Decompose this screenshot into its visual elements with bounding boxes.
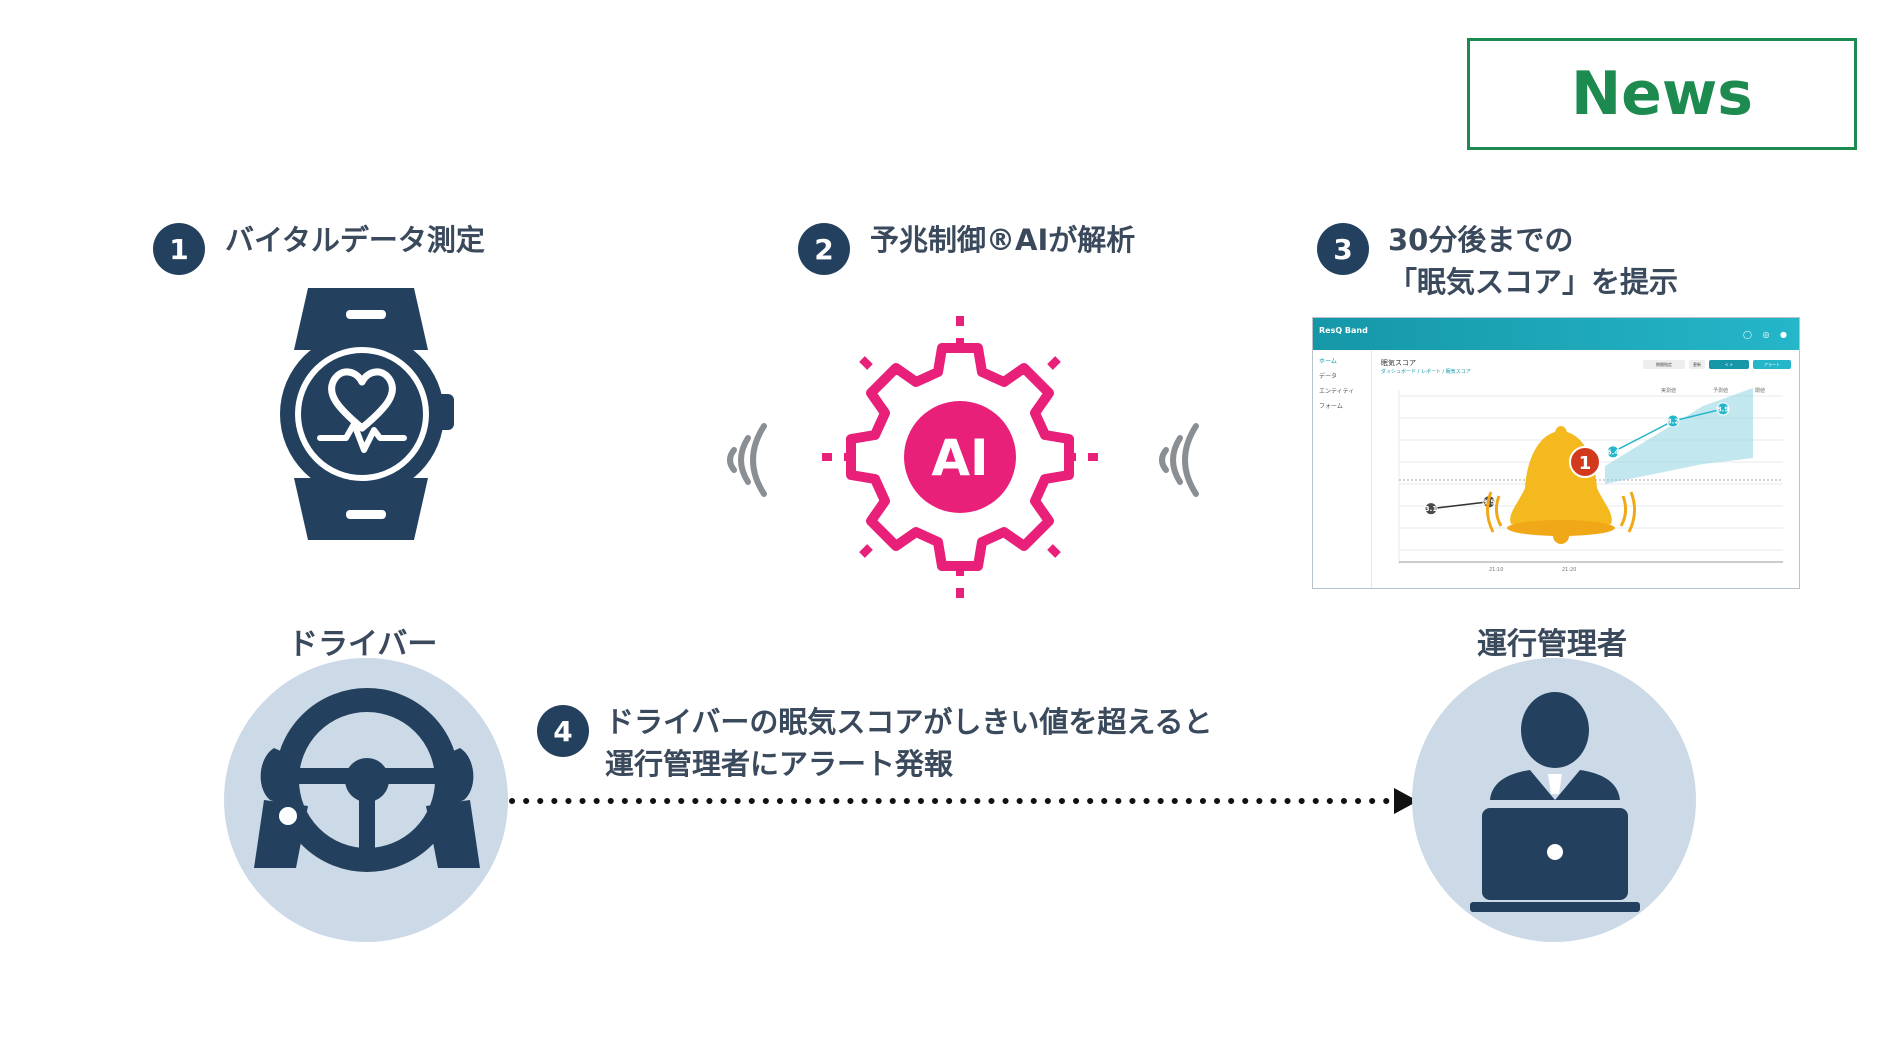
steering-wheel-icon [254, 688, 480, 872]
step-3-badge: 3 [1317, 223, 1369, 275]
step-2-text: 予兆制御®AIが解析 [870, 223, 1136, 257]
period-button[interactable]: 期間指定 [1643, 360, 1685, 369]
sidebar-item-entity[interactable]: エンティティ [1319, 388, 1355, 395]
step-4-text-line1: ドライバーの眠気スコアがしきい値を超えると [605, 705, 1213, 739]
legend-threshold: 閾値 [1755, 388, 1766, 394]
wireless-signal-icon [1159, 423, 1199, 497]
drowsiness-chart: 3.13.56.48.28.9 1 [1398, 388, 1783, 564]
measured-series-line [1430, 501, 1490, 510]
data-label: 6.4 [1607, 448, 1620, 456]
news-badge: News [1467, 38, 1857, 150]
manager-label: 運行管理者 [1477, 627, 1627, 662]
dashboard-screenshot: ResQ Band ◯ ◎ ● ホーム データ エンティティ フォーム 眠気スコ… [1312, 317, 1800, 589]
sidebar-item-home[interactable]: ホーム [1319, 358, 1337, 365]
data-label: 8.9 [1717, 405, 1730, 413]
sidebar-item-data[interactable]: データ [1319, 373, 1338, 380]
alert-count: 1 [1579, 453, 1592, 474]
data-point [1606, 445, 1620, 459]
driver-label: ドライバー [288, 627, 438, 662]
refresh-button[interactable]: 更新 [1689, 360, 1705, 369]
ai-gear-icon: AI [822, 316, 1098, 598]
legend-measured: 実測値 [1661, 388, 1677, 394]
step-3-text-line1: 30分後までの [1388, 223, 1574, 257]
data-label: 8.2 [1667, 417, 1680, 425]
alert-arrow [509, 788, 1418, 814]
data-label: 3.1 [1425, 505, 1438, 513]
page-title: 眠気スコア [1381, 359, 1416, 367]
data-point [1666, 414, 1680, 428]
manager-laptop-icon [1470, 692, 1640, 912]
smartwatch-icon [280, 288, 454, 540]
alert-button[interactable]: アラート [1753, 360, 1791, 369]
prediction-band [1605, 388, 1753, 484]
app-title: ResQ Band [1319, 326, 1368, 335]
sidebar-item-form[interactable]: フォーム [1319, 403, 1343, 410]
step-2-badge: 2 [798, 223, 850, 275]
step-1-badge: 1 [153, 223, 205, 275]
step-4-badge: 4 [537, 705, 589, 757]
band-icon [277, 805, 299, 827]
step-4-text-line2: 運行管理者にアラート発報 [605, 747, 954, 781]
step-3-text-line2: 「眠気スコア」を提示 [1388, 265, 1679, 299]
sidebar: ホーム データ エンティティ フォーム [1313, 350, 1372, 588]
ai-label: AI [931, 429, 988, 487]
x-tick-label: 21:20 [1562, 567, 1577, 573]
x-tick-label: 21:10 [1489, 567, 1504, 573]
alert-count-badge [1569, 446, 1601, 478]
pager-button[interactable]: < > [1709, 360, 1749, 369]
legend-predicted: 予測値 [1713, 388, 1729, 394]
data-point [1424, 502, 1438, 516]
wireless-signal-icon [727, 423, 767, 497]
breadcrumb: ダッシュボード / レポート / 眠気スコア [1381, 369, 1471, 375]
app-header: ResQ Band ◯ ◎ ● [1313, 318, 1799, 350]
data-point [1716, 402, 1730, 416]
header-icons: ◯ ◎ ● [1743, 330, 1791, 339]
alert-bell-icon [1486, 426, 1636, 544]
step-1-text: バイタルデータ測定 [225, 223, 485, 257]
